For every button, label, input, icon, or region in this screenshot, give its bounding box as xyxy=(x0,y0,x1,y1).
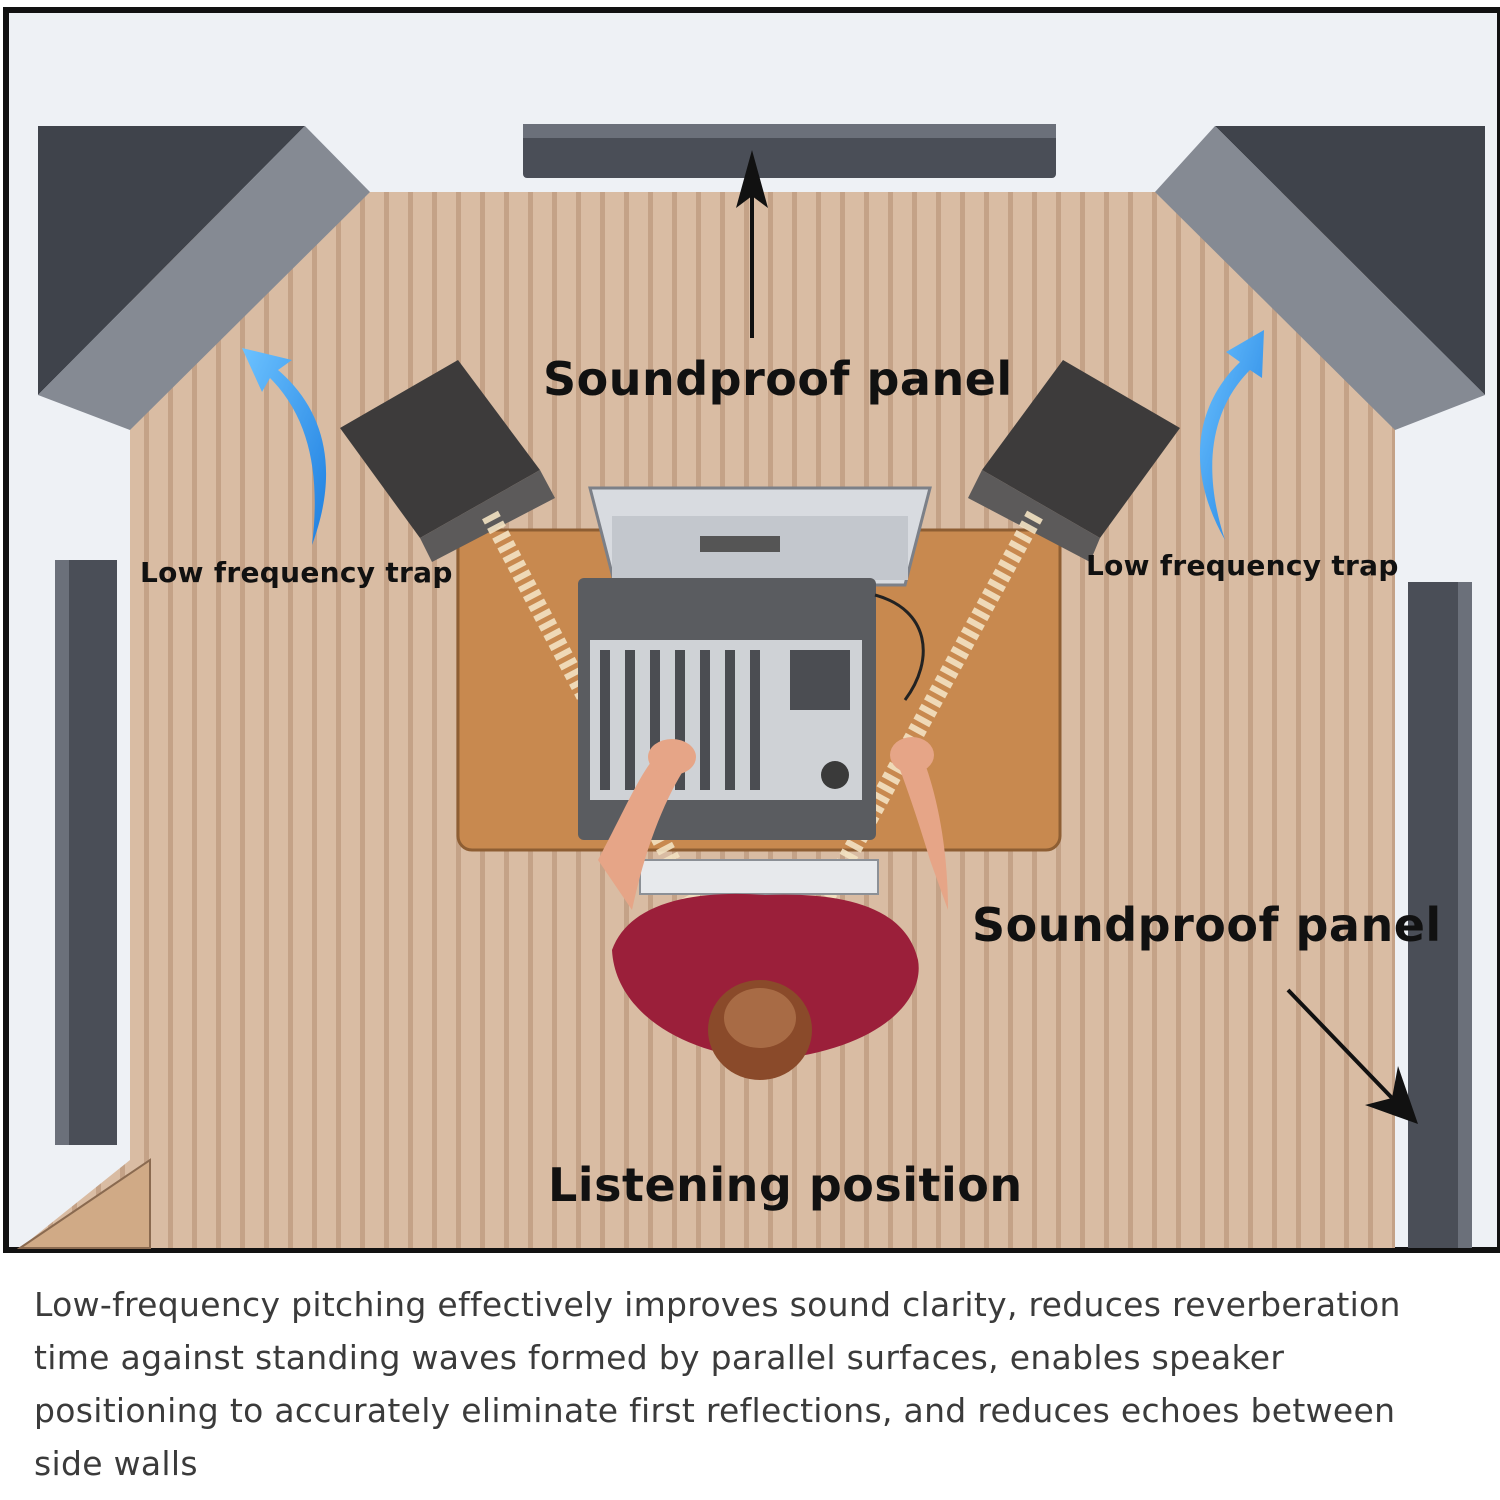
keyboard xyxy=(639,859,879,895)
right-bass-trap-face xyxy=(1155,126,1485,430)
right-trap-arrow xyxy=(1199,330,1264,540)
right-soundproof-panel-label: Soundproof panel xyxy=(972,898,1442,952)
listening-position-label: Listening position xyxy=(548,1158,1023,1212)
caption-text: Low-frequency pitching effectively impro… xyxy=(34,1285,1401,1483)
person xyxy=(598,737,948,1080)
room-illustration xyxy=(3,7,1500,1253)
left-low-frequency-trap-label: Low frequency trap xyxy=(140,556,453,589)
baseboard xyxy=(16,1158,151,1249)
left-bass-trap-face xyxy=(38,126,370,430)
top-panel-edge xyxy=(523,124,1056,138)
top-soundproof-panel-label: Soundproof panel xyxy=(543,352,1013,406)
arrow-to-right-panel xyxy=(1286,988,1394,1100)
cable xyxy=(874,593,925,701)
right-low-frequency-trap-label: Low frequency trap xyxy=(1086,549,1399,582)
left-speaker xyxy=(340,360,555,562)
left-trap-arrow xyxy=(242,348,327,545)
